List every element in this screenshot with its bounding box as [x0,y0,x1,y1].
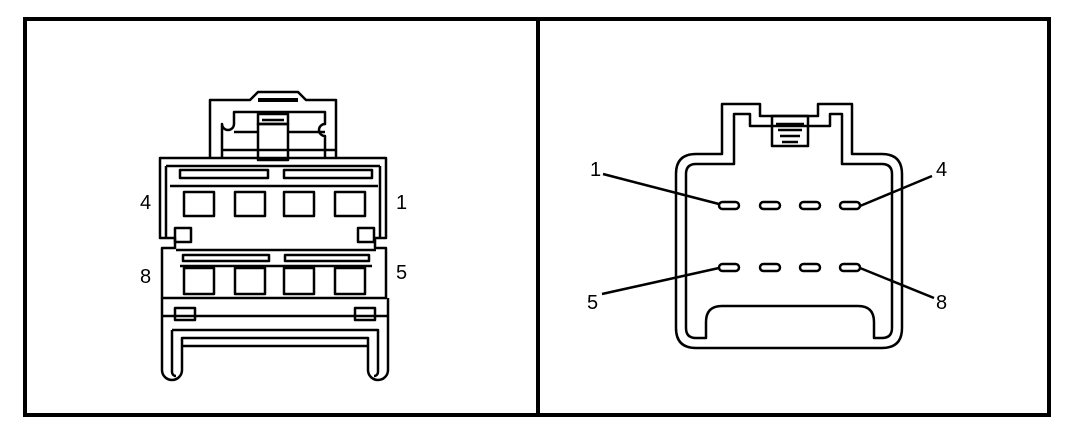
leader-line [859,174,933,208]
left-lower-cavities [182,266,367,296]
right-leader-lines [601,172,935,300]
right-lower-pins [717,262,862,273]
right-outer-shell [674,102,904,350]
pin-cavity [798,200,822,211]
left-connector [158,90,390,382]
pin-cavity [798,262,822,273]
right-label-top-left: 1 [590,159,601,181]
left-lower-lock [160,298,390,382]
right-upper-pins [717,200,862,211]
pin-cavity [838,262,862,273]
pin-cavity [758,200,782,211]
leader-line [602,172,720,206]
right-label-top-right: 4 [936,159,947,181]
pin-cavity [758,262,782,273]
right-connector [674,102,904,350]
left-label-top-left: 4 [140,192,151,214]
left-label-top-right: 1 [396,192,407,214]
pin-cavity [838,200,862,211]
pin-cavity [717,200,741,211]
right-label-bottom-left: 5 [587,292,598,314]
left-label-bottom-left: 8 [140,266,151,288]
leader-line [601,266,720,296]
left-upper-cavities [182,190,367,218]
left-label-bottom-right: 5 [396,262,407,284]
leader-line [859,266,935,300]
left-latch [208,90,338,162]
left-body [158,156,388,300]
pin-cavity [717,262,741,273]
right-inner-shell [684,112,894,340]
right-latch-ridges [770,114,810,148]
right-label-bottom-right: 8 [936,292,947,314]
